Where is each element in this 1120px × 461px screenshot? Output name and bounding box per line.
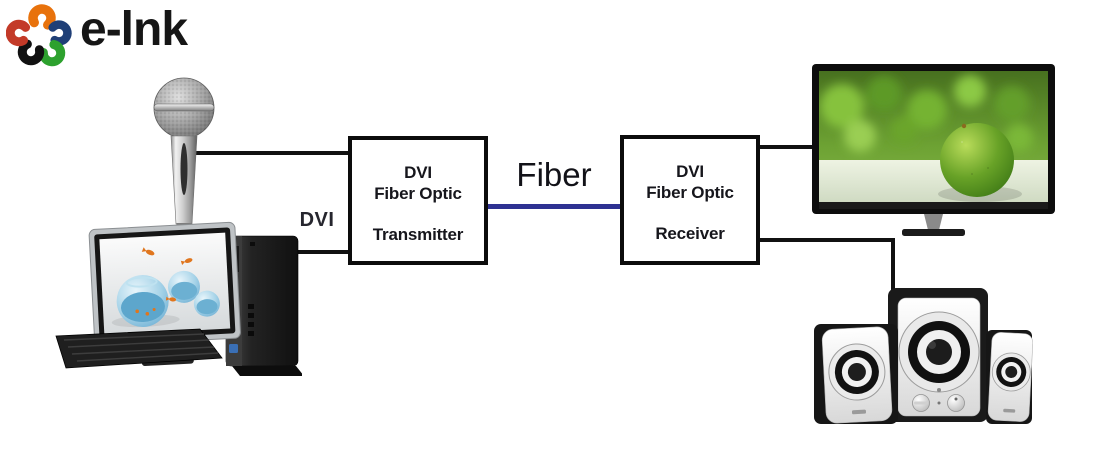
- logo-swirl-icon: [5, 3, 74, 72]
- dvi-cable-label: DVI: [299, 209, 335, 231]
- receiver-box: DVI Fiber Optic Receiver: [620, 135, 760, 265]
- left-satellite-speaker: [814, 324, 898, 424]
- receiver-box-line2: Fiber Optic: [646, 183, 734, 202]
- cable-receiver-to-speakers-vertical: [891, 238, 895, 295]
- fiber-link-label: Fiber: [516, 156, 592, 193]
- pc-keyboard: [55, 328, 223, 369]
- transmitter-box-line1: DVI: [404, 163, 432, 182]
- pc-monitor: [88, 221, 241, 366]
- cable-receiver-to-tv: [758, 145, 822, 149]
- receiver-box-line1: DVI: [676, 162, 704, 181]
- microphone-illustration: [140, 72, 230, 242]
- logo-brand-text: e-lnk: [80, 3, 188, 56]
- transmitter-box: DVI Fiber Optic Transmitter: [348, 136, 488, 265]
- receiver-box-name: Receiver: [655, 224, 725, 243]
- desktop-computer-illustration: [52, 208, 304, 393]
- cable-dvi-pc-to-transmitter: [262, 250, 348, 254]
- cable-receiver-to-speakers-horizontal: [758, 238, 895, 242]
- fiber-optic-cable: [486, 204, 622, 209]
- transmitter-box-line2: Fiber Optic: [374, 184, 462, 203]
- tv-display-illustration: [812, 64, 1057, 244]
- cable-mic-to-transmitter: [182, 151, 348, 155]
- right-satellite-speaker: [986, 330, 1034, 424]
- speakers-illustration: [808, 272, 1034, 432]
- transmitter-box-name: Transmitter: [372, 225, 464, 244]
- subwoofer: [888, 288, 988, 422]
